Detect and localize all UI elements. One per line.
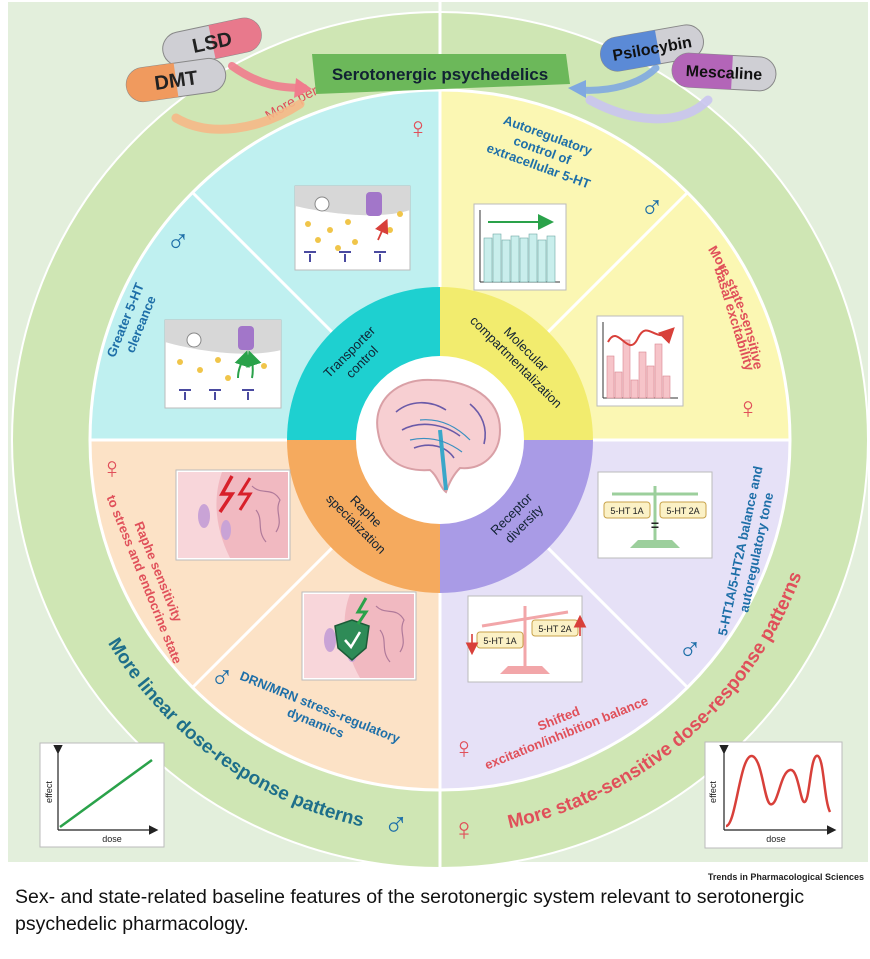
pill-lsd: LSD [162, 17, 262, 67]
histogram-inset-variable [596, 315, 684, 407]
svg-text:Mescaline: Mescaline [685, 63, 762, 84]
state-dose-graph: effect dose [704, 741, 843, 849]
synapse-inset-persistent [294, 185, 411, 271]
female-symbol-persistent: ♀ [407, 112, 430, 145]
female-symbol-basal: ♀ [737, 392, 760, 425]
svg-text:dose: dose [102, 834, 122, 844]
male-symbol-balance: ♂ [678, 631, 702, 667]
male-symbol-clearance: ♂ [166, 223, 190, 259]
journal-credit: Trends in Pharmacological Sciences [707, 872, 864, 882]
female-symbol-state: ♀ [452, 811, 476, 847]
svg-text:=: = [651, 517, 659, 533]
svg-text:effect: effect [44, 781, 54, 803]
figure-diagram: Transporter control Molecular compartmen… [8, 2, 869, 869]
svg-text:5-HT 1A: 5-HT 1A [483, 636, 516, 646]
balance-inset-shifted: 5-HT 1A 5-HT 2A [465, 595, 587, 683]
female-symbol-raphe: ♀ [101, 452, 124, 485]
svg-text:5-HT 2A: 5-HT 2A [538, 624, 571, 634]
brain-icon [376, 378, 502, 494]
raphe-inset-stress [175, 469, 291, 561]
banner-text: Serotonergic psychedelics [332, 65, 548, 84]
male-symbol-drn: ♂ [210, 659, 234, 695]
histogram-inset-stable [473, 203, 567, 291]
svg-text:5-HT 2A: 5-HT 2A [666, 506, 699, 516]
male-symbol-autoregulatory: ♂ [640, 189, 664, 225]
svg-text:dose: dose [766, 834, 786, 844]
svg-text:5-HT 1A: 5-HT 1A [610, 506, 643, 516]
drug-arrows [171, 62, 713, 134]
female-symbol-shifted: ♀ [453, 732, 476, 765]
balance-inset-equal: 5-HT 1A 5-HT 2A = [597, 471, 713, 559]
top-banner: Serotonergic psychedelics [312, 54, 570, 94]
quadrant-border [88, 88, 792, 792]
pill-mescaline: Mescaline [671, 52, 777, 92]
synapse-inset-clearance [164, 319, 282, 409]
pill-dmt: DMT [125, 57, 227, 103]
svg-text:effect: effect [708, 781, 718, 803]
linear-dose-graph: effect dose [39, 742, 165, 848]
male-symbol-linear: ♂ [383, 806, 409, 844]
raphe-inset-shield [301, 591, 417, 681]
figure-caption: Sex- and state-related baseline features… [15, 886, 805, 935]
